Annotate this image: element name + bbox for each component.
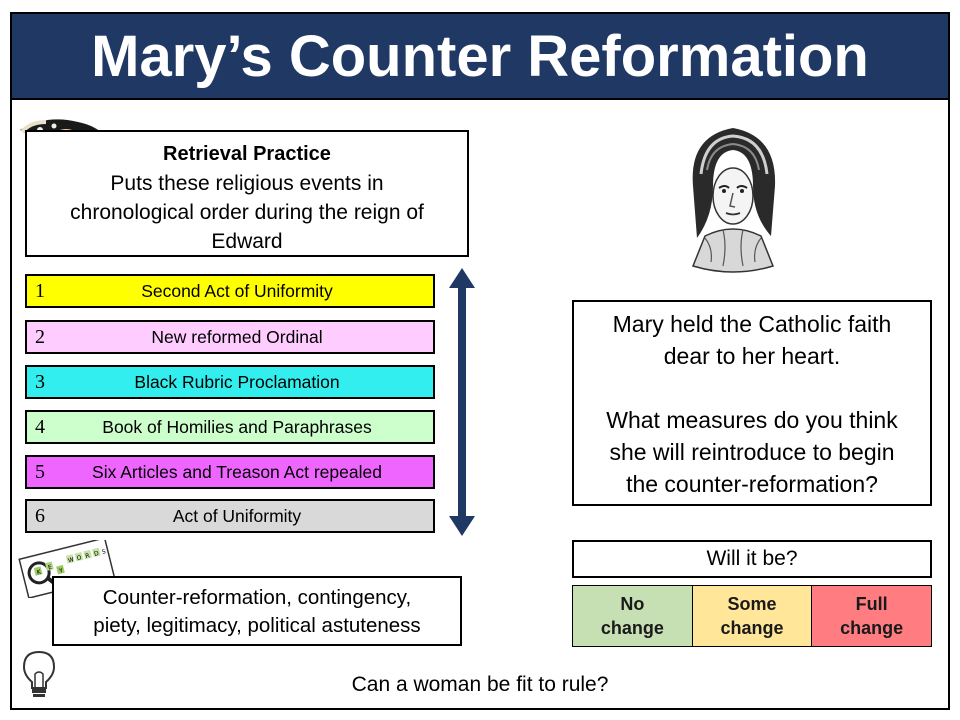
event-label: Black Rubric Proclamation [134, 371, 340, 392]
keywords-box: Counter-reformation, contingency, piety,… [52, 576, 462, 646]
mary-portrait-image [691, 128, 776, 273]
event-number: 6 [35, 504, 45, 527]
question-line-3: What measures do you think [606, 407, 898, 433]
page-title: Mary’s Counter Reformation [12, 14, 948, 100]
keywords-logo-letter: O [76, 554, 83, 562]
event-row-2: 2 New reformed Ordinal [25, 320, 435, 354]
question-line-5: the counter-reformation? [626, 471, 878, 497]
change-option-line: Some [727, 594, 777, 614]
keywords-logo-letter: R [85, 552, 91, 560]
retrieval-practice-box: Retrieval Practice Puts these religious … [25, 130, 469, 257]
change-option-line: No [620, 594, 645, 614]
event-row-5: 5 Six Articles and Treason Act repealed [25, 455, 435, 489]
will-it-be-box: Will it be? [572, 540, 932, 578]
event-row-1: 1 Second Act of Uniformity [25, 274, 435, 308]
question-line-4: she will reintroduce to begin [609, 439, 895, 465]
mary-question-box: Mary held the Catholic faith dear to her… [572, 300, 932, 506]
keywords-logo-letter: Y [58, 567, 65, 575]
double-arrow-icon [449, 268, 475, 536]
event-number: 2 [35, 325, 45, 348]
change-option-some: Some change [691, 586, 812, 646]
event-row-6: 6 Act of Uniformity [25, 499, 435, 533]
keywords-line-1: Counter-reformation, contingency, [102, 586, 412, 609]
change-option-line: change [600, 618, 664, 638]
keywords-logo-letter: K [36, 568, 43, 576]
question-spacer [574, 372, 930, 404]
bottom-question: Can a woman be fit to rule? [351, 673, 609, 696]
change-option-line: Full [855, 594, 888, 614]
event-label: Second Act of Uniformity [141, 280, 333, 301]
change-option-line: change [720, 618, 784, 638]
keywords-logo-letter: S [101, 548, 107, 556]
event-label: Six Articles and Treason Act repealed [92, 461, 382, 482]
event-number: 5 [35, 460, 45, 483]
change-options-table: No change Some change Full change [572, 585, 932, 647]
keywords-logo-letter: E [47, 564, 53, 572]
keywords-logo-letter: W [67, 556, 75, 564]
question-line-2: dear to her heart. [663, 343, 841, 369]
retrieval-line-1: Puts these religious events in [110, 172, 384, 195]
event-row-4: 4 Book of Homilies and Paraphrases [25, 410, 435, 444]
change-option-line: change [840, 618, 904, 638]
retrieval-heading: Retrieval Practice [163, 143, 331, 165]
keywords-line-2: piety, legitimacy, political astuteness [93, 614, 421, 637]
lightbulb-icon [22, 650, 56, 697]
retrieval-line-2: chronological order during the reign of [70, 201, 424, 224]
event-label: New reformed Ordinal [151, 326, 323, 347]
change-option-no: No change [573, 586, 692, 646]
event-number: 4 [35, 415, 45, 438]
event-number: 1 [35, 279, 45, 302]
retrieval-line-3: Edward [211, 230, 283, 253]
event-label: Book of Homilies and Paraphrases [102, 416, 372, 437]
change-option-full: Full change [811, 586, 932, 646]
event-row-3: 3 Black Rubric Proclamation [25, 365, 435, 399]
event-label: Act of Uniformity [172, 505, 302, 526]
question-line-1: Mary held the Catholic faith [612, 311, 892, 337]
event-number: 3 [35, 370, 45, 393]
keywords-logo-letter: D [93, 550, 100, 558]
